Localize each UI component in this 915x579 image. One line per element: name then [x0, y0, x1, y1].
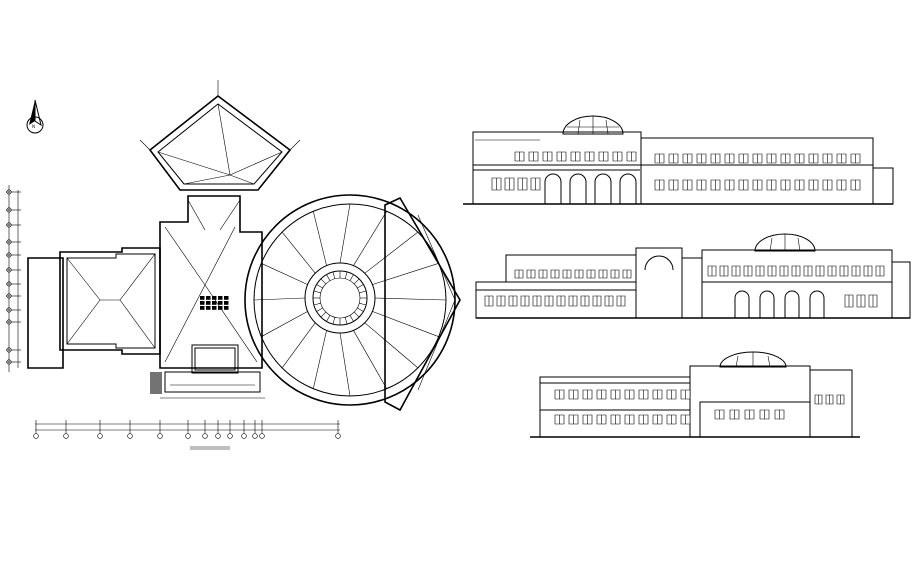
rotunda-rib	[372, 263, 438, 284]
skylight-pane	[206, 296, 211, 300]
left-dimension-chain	[6, 185, 21, 372]
skylight-pane	[218, 296, 223, 300]
rotunda-inner-rib	[345, 317, 347, 324]
rotunda-rib	[365, 232, 418, 273]
entrance-steps	[150, 372, 265, 398]
rotunda-rib	[375, 298, 446, 300]
circular-rotunda	[245, 195, 460, 410]
grid-bubble	[203, 434, 208, 439]
skylight-pane	[218, 306, 223, 310]
grid-bubble	[253, 434, 258, 439]
skylight-pane	[212, 306, 217, 310]
rotunda-rib	[365, 323, 418, 368]
grid-bubble	[158, 434, 163, 439]
rotunda-rib	[372, 311, 438, 336]
bottom-dimension-chain	[34, 420, 341, 449]
rotunda-inner-rib	[333, 317, 335, 324]
rotunda-inner-rib	[317, 308, 323, 312]
rotunda-rib	[340, 333, 350, 396]
skylight-grid	[200, 296, 229, 310]
grid-bubble	[186, 434, 191, 439]
grid-bubble	[216, 434, 221, 439]
rotunda-inner-rib	[345, 272, 347, 279]
rotunda-inner-rib	[354, 279, 359, 284]
skylight-pane	[224, 296, 229, 300]
rotunda-rib	[313, 330, 326, 388]
skylight-pane	[212, 296, 217, 300]
skylight-pane	[212, 301, 217, 305]
skylight-pane	[224, 301, 229, 305]
skylight-pane	[200, 301, 205, 305]
rotunda-inner-rib	[327, 315, 331, 321]
rotunda-inner-rib	[321, 279, 326, 284]
west-wing	[60, 248, 160, 354]
rear-elevation	[476, 234, 910, 318]
central-block	[160, 196, 262, 368]
rotunda-rib	[282, 323, 315, 368]
rotunda-inner-rib	[314, 303, 321, 305]
skylight-pane	[206, 301, 211, 305]
grid-bubble	[260, 434, 265, 439]
rotunda-rib	[261, 263, 307, 284]
grid-bubble	[336, 434, 341, 439]
rotunda-inner-rib	[350, 275, 354, 281]
rotunda-rib	[340, 204, 350, 263]
west-wing-annex	[28, 258, 63, 368]
skylight-pane	[200, 306, 205, 310]
rotunda-inner-rib	[359, 303, 366, 305]
north-label: N	[32, 124, 35, 129]
roof-plan	[6, 80, 460, 449]
rotunda-inner-rib	[357, 308, 363, 312]
grid-bubble	[98, 434, 103, 439]
side-elevation	[530, 352, 860, 437]
rotunda-inner-rib	[327, 275, 331, 281]
skylight-pane	[224, 306, 229, 310]
rotunda-inner-rib	[333, 272, 335, 279]
skylight-pane	[206, 306, 211, 310]
rotunda-rib	[282, 232, 315, 273]
rotunda-inner-rib	[354, 312, 359, 317]
front-elevation	[463, 116, 893, 204]
rotunda-rib	[353, 330, 386, 388]
rotunda-inner-rib	[321, 312, 326, 317]
grid-bubble	[34, 434, 39, 439]
rotunda-inner-rib	[350, 315, 354, 321]
rotunda-rib	[313, 211, 326, 265]
skylight-pane	[218, 301, 223, 305]
grid-bubble	[64, 434, 69, 439]
skylight-pane	[200, 296, 205, 300]
grid-bubble	[128, 434, 133, 439]
rotunda-inner-rib	[359, 291, 366, 293]
rotunda-inner-rib	[314, 291, 321, 293]
rotunda-inner-rib	[317, 285, 323, 289]
north-pavilion	[140, 80, 300, 190]
rotunda-inner-rib	[357, 285, 363, 289]
north-arrow-icon: N	[27, 100, 43, 133]
rotunda-rib	[254, 298, 305, 300]
rotunda-rib	[353, 211, 386, 265]
rotunda-rib	[261, 311, 307, 336]
grid-bubble	[242, 434, 247, 439]
grid-bubble	[228, 434, 233, 439]
